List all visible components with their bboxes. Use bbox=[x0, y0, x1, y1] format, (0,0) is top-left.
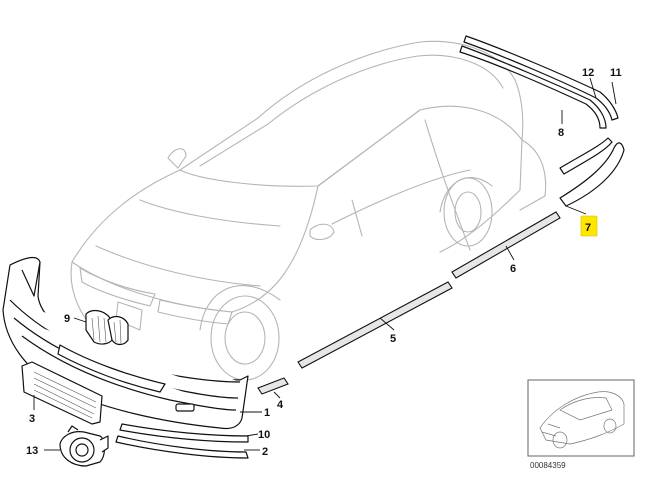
overview-thumbnail[interactable] bbox=[527, 379, 635, 457]
callout-7[interactable]: 7 bbox=[585, 222, 591, 234]
callout-5: 5 bbox=[390, 333, 396, 345]
callout-3: 3 bbox=[29, 413, 35, 425]
callout-13: 13 bbox=[26, 445, 38, 457]
fog-light-part bbox=[59, 425, 109, 467]
lower-trim-strip-part bbox=[115, 435, 249, 459]
callout-1: 1 bbox=[264, 407, 270, 419]
callout-8: 8 bbox=[558, 127, 564, 139]
callout-7-highlight bbox=[580, 215, 598, 237]
rear-trim-molding-part bbox=[559, 137, 625, 207]
bumper-trim-strip-part bbox=[119, 423, 249, 443]
image-number: 00084359 bbox=[530, 461, 566, 470]
callout-6: 6 bbox=[510, 263, 516, 275]
bumper-bracket-part bbox=[21, 361, 103, 425]
kidney-grille-part bbox=[85, 309, 129, 346]
callout-4: 4 bbox=[277, 399, 284, 411]
callout-11: 11 bbox=[610, 67, 622, 79]
roof-molding-part bbox=[459, 35, 619, 129]
callout-10: 10 bbox=[258, 429, 270, 441]
door-molding-rear-part bbox=[451, 211, 561, 279]
door-molding-front-part bbox=[297, 281, 453, 369]
leader-lines bbox=[33, 77, 617, 451]
callout-labels: 1 2 3 4 5 6 7 8 9 10 11 12 13 bbox=[26, 67, 622, 458]
callout-12: 12 bbox=[582, 67, 594, 79]
callout-2: 2 bbox=[262, 446, 268, 458]
car-body-outline bbox=[70, 40, 547, 381]
callout-9: 9 bbox=[64, 313, 70, 325]
side-marker-part bbox=[257, 377, 289, 395]
